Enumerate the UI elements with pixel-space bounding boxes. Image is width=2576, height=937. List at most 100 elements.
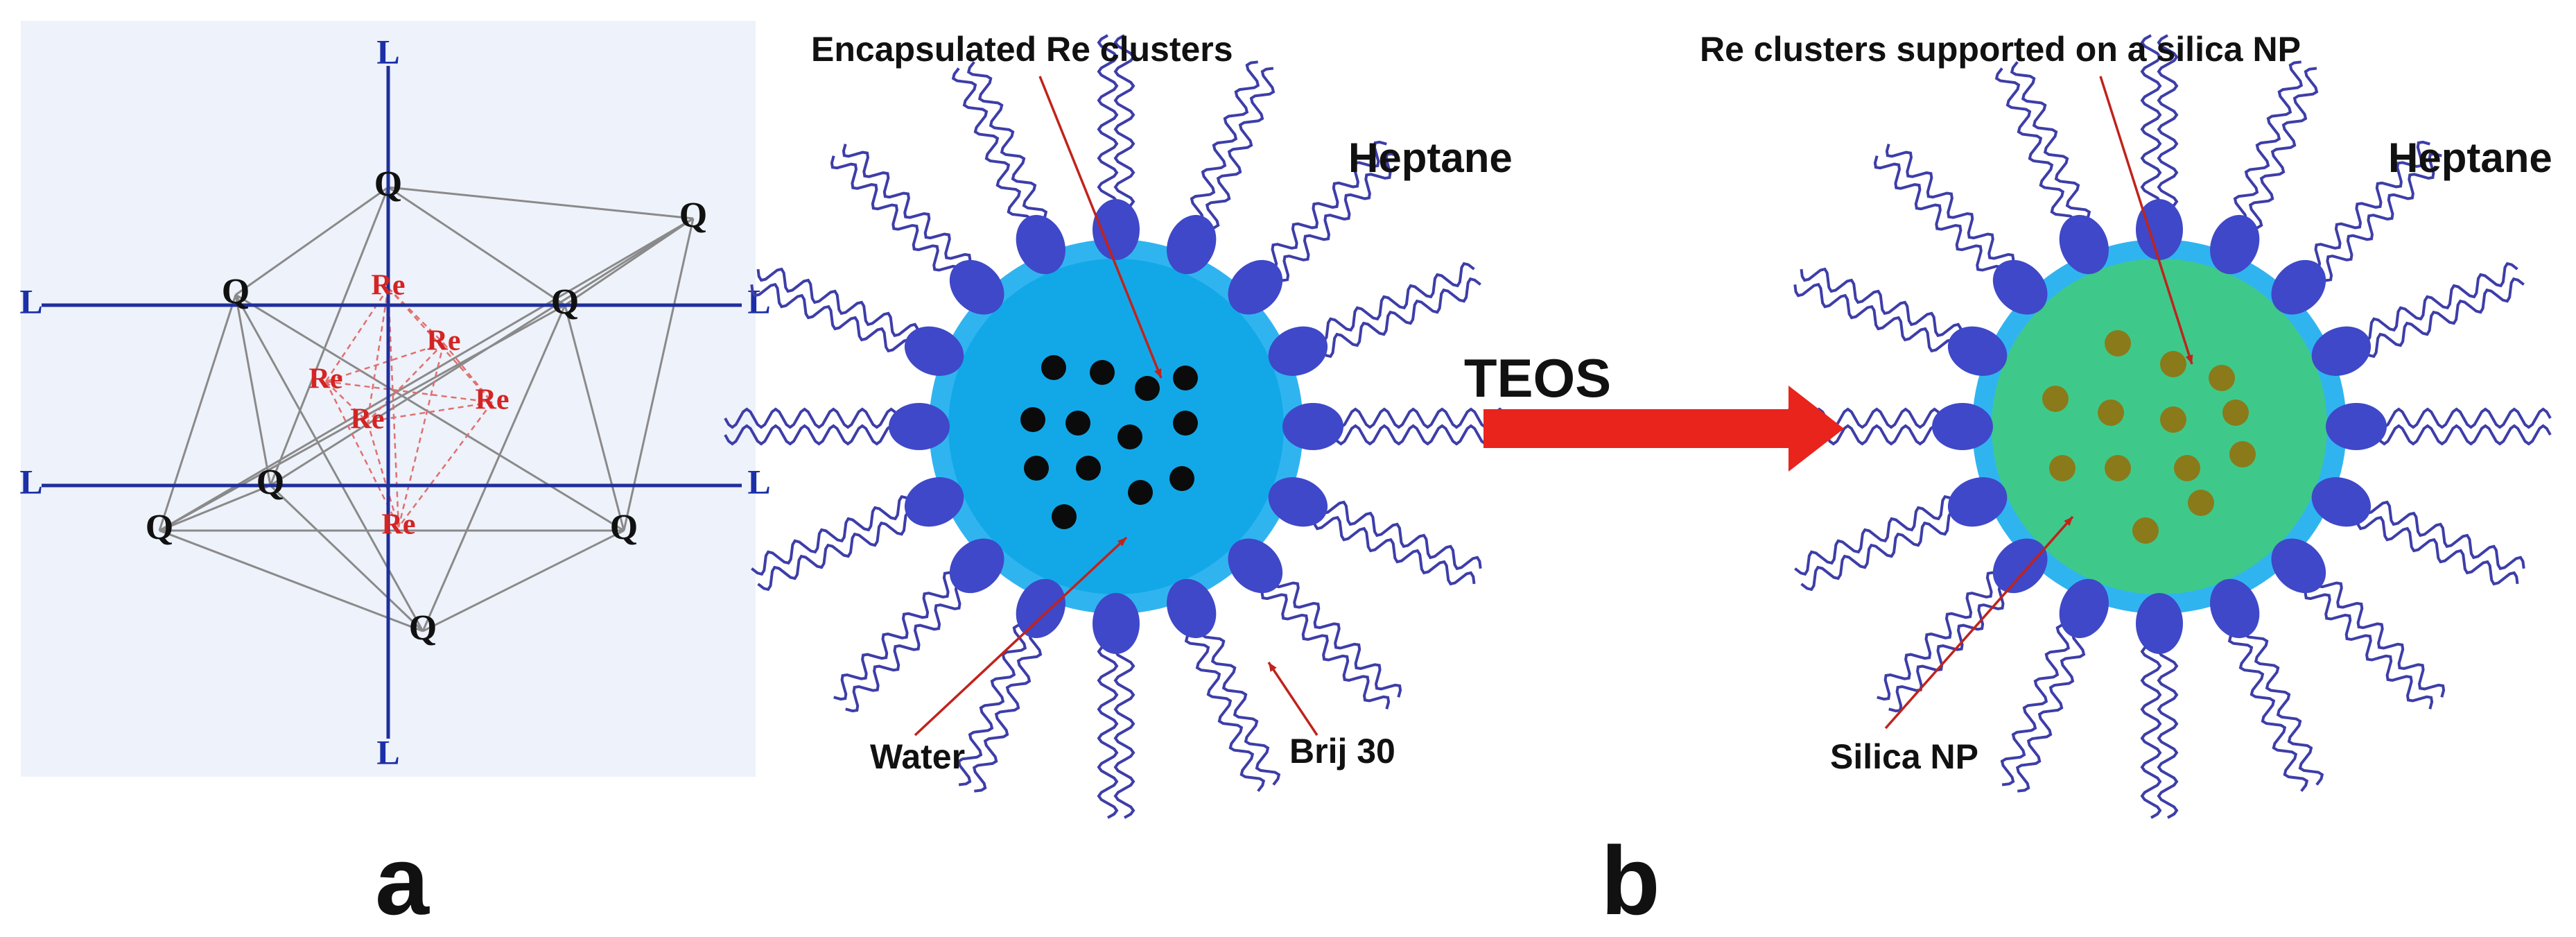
surfactant-tail — [2015, 629, 2086, 793]
surfactant-tail — [2376, 424, 2552, 446]
surfactant-tail — [2248, 67, 2319, 230]
surfactant-tail — [1199, 624, 1281, 786]
surfactant-tail — [1794, 495, 1956, 576]
re-re-bond — [397, 343, 445, 528]
surfactant-head — [1282, 403, 1343, 450]
surfactant-tail — [957, 623, 1027, 786]
surfactant-tail — [1312, 515, 1476, 586]
surfactant-tail — [972, 629, 1043, 793]
right-title: Re clusters supported on a silica NP — [1700, 30, 2301, 69]
surfactant-tail — [750, 282, 914, 353]
ligand-label: L — [747, 462, 770, 501]
re-cluster — [1128, 480, 1153, 505]
surfactant-tail — [2157, 643, 2179, 819]
surfactant-tail — [2362, 500, 2525, 571]
pointer-line — [1267, 662, 1319, 736]
surfactant-tail — [1888, 583, 2012, 713]
cage-edge — [269, 187, 390, 486]
surfactant-tail — [2243, 624, 2324, 786]
surfactant-tail — [1332, 424, 1508, 446]
cage-edge — [269, 484, 424, 633]
re-cluster — [1024, 456, 1049, 481]
re-cluster — [2042, 386, 2069, 412]
cage-edge — [422, 529, 625, 633]
cage-edge — [623, 218, 695, 531]
surfactant-head — [2136, 593, 2183, 654]
surfactant-tail — [724, 407, 900, 429]
surfactant-head — [1228, 259, 1283, 315]
ligand-label: L — [376, 732, 399, 771]
surfactant-tail — [2362, 277, 2525, 359]
re-cluster — [1135, 376, 1160, 401]
panel-letter-b: b — [1601, 826, 1660, 935]
surfactant-tail — [1260, 585, 1391, 710]
surfactant-tail — [842, 144, 972, 268]
inner-ligand-label: Q — [222, 272, 250, 311]
surfactant-tail — [724, 424, 900, 446]
re-cluster — [1117, 424, 1142, 449]
re-re-bond — [367, 401, 493, 423]
rhenium-label: Re — [476, 384, 510, 416]
surfactant-tail — [1097, 643, 1119, 819]
re-cluster — [1052, 504, 1077, 529]
surfactant-tail — [2315, 574, 2446, 698]
silica-core — [1992, 259, 2327, 594]
inner-ligand-label: Q — [256, 463, 284, 502]
cage-edge — [159, 529, 424, 633]
rhenium-label: Re — [372, 270, 406, 302]
surfactant-tail — [1272, 574, 1402, 698]
surfactant-tail — [1793, 282, 1957, 353]
surfactant-head — [1992, 259, 2048, 315]
surfactant-tail — [2010, 61, 2091, 223]
surfactant-tail — [1873, 155, 2003, 280]
re-re-bond — [367, 343, 444, 422]
surfactant-tail — [1994, 67, 2076, 230]
re-re-bond — [388, 287, 493, 403]
surfactant-tail — [1319, 500, 1482, 571]
re-cluster — [2098, 399, 2124, 426]
inner-ligand-label: Q — [409, 608, 437, 648]
surfactant-head — [1992, 538, 2048, 594]
surfactant-tail — [751, 495, 913, 576]
surfactant-tail — [1313, 261, 1475, 343]
surfactant-tail — [2318, 152, 2442, 282]
surfactant-head — [2311, 326, 2372, 376]
surfactant-head — [1228, 538, 1283, 594]
surfactant-tail — [1319, 277, 1481, 359]
cage-edge — [388, 186, 566, 307]
cage-edge — [421, 304, 566, 632]
re-cluster — [1041, 355, 1066, 380]
re-re-bond — [398, 402, 493, 528]
surfactant-tail — [2376, 407, 2552, 429]
reverse-micelle — [724, 34, 1508, 819]
re-cluster — [2174, 455, 2200, 481]
surfactant-head — [949, 259, 1004, 315]
pointer-arrowhead-icon — [1117, 538, 1126, 547]
cage-edge — [235, 186, 389, 296]
surfactant-tail — [2000, 623, 2071, 786]
pointer-lines — [914, 76, 2193, 737]
re-cluster — [1065, 411, 1090, 436]
surfactant-tail — [1097, 34, 1119, 210]
surfactant-tail — [1800, 267, 1963, 338]
ligand-label: L — [376, 32, 399, 71]
right-solvent-label: Heptane — [2388, 135, 2552, 181]
surfactant-tail — [1332, 407, 1508, 429]
re-cluster — [2160, 351, 2186, 377]
surfactant-head — [1947, 477, 2008, 527]
cage-edge — [159, 217, 694, 532]
right-arrow-icon — [1483, 386, 1844, 472]
surfactant-head — [2136, 199, 2183, 260]
surfactant-head — [2059, 214, 2109, 275]
surfactant-tail — [2356, 261, 2518, 343]
surfactant-head — [949, 538, 1004, 594]
surfactant-tail — [966, 61, 1048, 223]
surfactant-head — [2311, 477, 2372, 527]
surfactant-head — [904, 326, 964, 376]
re-cluster — [2105, 330, 2131, 356]
pointer-arrowhead-icon — [1154, 368, 1162, 378]
re-cluster — [2209, 365, 2235, 391]
ligand-label: L — [19, 282, 42, 320]
re-cluster — [1173, 366, 1198, 390]
surfactant-head — [2210, 578, 2260, 639]
